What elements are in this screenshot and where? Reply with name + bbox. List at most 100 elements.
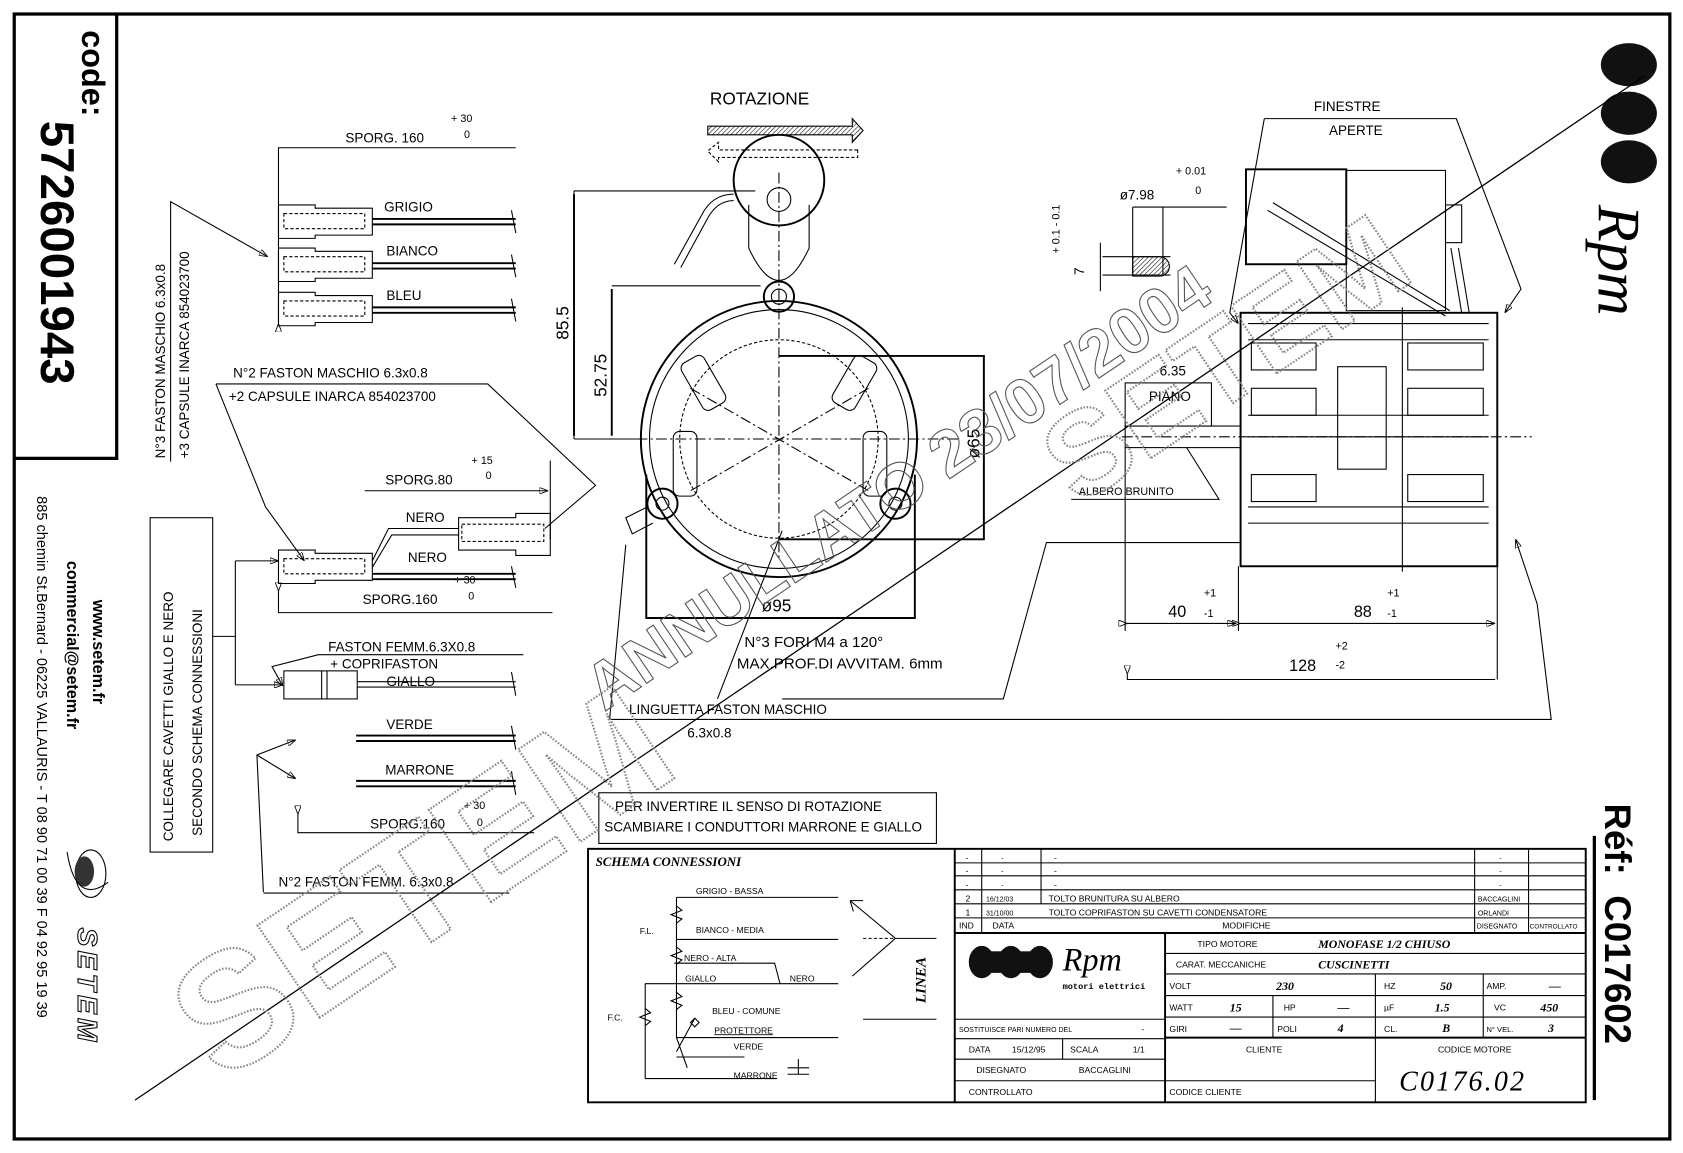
sheet-border: [12, 12, 1672, 1141]
cancelled-stamp: ANNULLATO 23/07/2004 SETEM SETEM: [134, 74, 1646, 1114]
dim-65: ø65: [964, 429, 984, 459]
note-3-faston-2: +3 CAPSULE INARCA 854023700: [177, 251, 192, 458]
ref-value: C017602: [1597, 895, 1638, 1044]
fori-note-1: N°3 FORI M4 a 120°: [744, 634, 883, 651]
rev-cell-data: -: [1001, 869, 1004, 876]
schema-bianco: BIANCO - MEDIA: [696, 925, 764, 935]
hp-label: HP: [1284, 1003, 1296, 1013]
schema-nero: NERO: [790, 974, 815, 984]
carat-value: CUSCINETTI: [1318, 958, 1390, 972]
sporg-160-bottom: SPORG.160: [370, 816, 445, 831]
dim-40-tol-p: +1: [1204, 587, 1216, 599]
vel-label: N° VEL.: [1486, 1025, 1513, 1034]
wire-label-nero-2: NERO: [408, 550, 447, 565]
dim-52-75: 52.75: [590, 354, 610, 397]
tol-zero-top: 0: [464, 129, 470, 141]
rev-cell-dis: BACCAGLINI: [1478, 897, 1520, 904]
dim-88-tol-p: +1: [1387, 587, 1399, 599]
faston-femm-2: + COPRIFASTON: [330, 657, 438, 672]
schema-nero-alta: NERO - ALTA: [684, 953, 737, 963]
data-value: 15/12/95: [1012, 1045, 1046, 1055]
left-sidebar: code: 5726001943 885 chemin St.Bernard -…: [14, 14, 119, 1046]
disegnato-label: DISEGNATO: [976, 1065, 1026, 1075]
hz-value: 50: [1440, 979, 1452, 993]
rev-cell-ind: -: [966, 853, 969, 863]
rotation-label: ROTAZIONE: [710, 89, 809, 109]
setem-logo: SETEM: [66, 849, 109, 1046]
motor-front-view: ROTAZIONE 85.5 52.75 ø65 ø95 N°3 FORI M4…: [553, 89, 1552, 741]
wiring-drawing: N°3 FASTON MASCHIO 6.3x0.8 +3 CAPSULE IN…: [149, 113, 937, 894]
title-block: SCHEMA CONNESSIONI GRIGIO - BASSA BIANCO…: [587, 847, 1587, 1104]
watt-value: 15: [1230, 1001, 1242, 1015]
sporg-160-top: SPORG. 160: [345, 130, 424, 145]
rpm-logo: Rpm: [1585, 43, 1657, 316]
spec-fields: TIPO MOTORE MONOFASE 1/2 CHIUSO CARAT. M…: [959, 937, 1561, 1097]
controllato-label: CONTROLLATO: [969, 1087, 1033, 1097]
connection-schema: SCHEMA CONNESSIONI GRIGIO - BASSA BIANCO…: [596, 854, 937, 1081]
piano-dim: 6.35: [1160, 363, 1186, 378]
dim-40-tol-m: -1: [1204, 608, 1214, 620]
rev-cell-desc: -: [1054, 853, 1057, 863]
vc-label: VC: [1494, 1003, 1506, 1013]
cl-label: CL.: [1384, 1024, 1397, 1034]
sporg-160-mid: SPORG.160: [363, 592, 438, 607]
vc-value: 450: [1539, 1001, 1558, 1015]
carat-label: CARAT. MECCANICHE: [1176, 959, 1267, 969]
piano-label: PIANO: [1149, 389, 1191, 404]
tol-plus15: + 15: [472, 455, 493, 467]
rev-cell-ind: -: [966, 880, 969, 890]
brand-sub: motori elettrici: [1063, 982, 1146, 992]
amp-value: —: [1548, 979, 1561, 993]
dim-85-5: 85.5: [553, 306, 573, 340]
scala-value: 1/1: [1133, 1045, 1145, 1055]
code-value: 5726001943: [30, 121, 83, 385]
volt-label: VOLT: [1169, 981, 1192, 991]
rpm-logo-text: Rpm: [1585, 204, 1652, 316]
cliente-label: CLIENTE: [1246, 1045, 1283, 1055]
faston-femm-1: FASTON FEMM.6.3X0.8: [328, 639, 475, 654]
dim-128: 128: [1289, 657, 1316, 675]
connector-bleu: BLEU: [277, 288, 517, 327]
tol-zero-mid: 0: [468, 591, 474, 603]
connector-nero: NERO NERO: [277, 510, 551, 588]
ref-label: Réf:: [1597, 804, 1638, 875]
motor-side-view: FINESTRE APERTE 6.35 PIANO ALBERO BRUNIT…: [1050, 99, 1532, 681]
sporg-80: SPORG.80: [385, 472, 452, 487]
schema-fc: F.C.: [607, 1012, 622, 1022]
rev-cell-dis: -: [1499, 869, 1502, 876]
rev-cell-data: -: [1001, 883, 1004, 890]
dim-88: 88: [1354, 603, 1372, 621]
invert-note-2: SCAMBIARE I CONDUTTORI MARRONE E GIALLO: [604, 820, 922, 835]
shaft-tol-zero: 0: [1195, 185, 1201, 197]
tipo-value: MONOFASE 1/2 CHIUSO: [1317, 937, 1450, 951]
dim-128-tol-m: -2: [1335, 660, 1345, 672]
dim-95: ø95: [762, 596, 792, 616]
rev-header-desc: MODIFICHE: [1222, 921, 1271, 931]
rev-header-ctrl: CONTROLLATO: [1530, 924, 1578, 931]
wire-label-grigio: GRIGIO: [384, 199, 433, 214]
collegare-note-2: SECONDO SCHEMA CONNESSIONI: [190, 609, 205, 836]
flat-dim: 7: [1072, 268, 1087, 276]
schema-marrone: MARRONE: [734, 1071, 778, 1081]
finestre-2: APERTE: [1329, 123, 1383, 138]
data-label: DATA: [969, 1045, 991, 1055]
rev-cell-dis: -: [1499, 856, 1502, 863]
wire-label-giallo: GIALLO: [386, 674, 435, 689]
brand-text: Rpm: [1062, 942, 1122, 978]
codice-motore-label: CODICE MOTORE: [1438, 1045, 1512, 1055]
shaft-tol-plus: + 0.01: [1176, 166, 1206, 178]
note-3-faston-1: N°3 FASTON MASCHIO 6.3x0.8: [153, 264, 168, 459]
rev-header-data: DATA: [993, 921, 1015, 931]
watt-label: WATT: [1169, 1003, 1193, 1013]
rev-cell-ind: -: [966, 866, 969, 876]
rev-cell-data: 31/10/00: [986, 911, 1013, 918]
dim-128-tol-p: +2: [1335, 640, 1347, 652]
dim-88-tol-m: -1: [1387, 608, 1397, 620]
albero-label: ALBERO BRUNITO: [1079, 486, 1174, 498]
rev-cell-data: -: [1001, 856, 1004, 863]
note-2-faston-2: +2 CAPSULE INARCA 854023700: [229, 389, 436, 404]
address-text: 885 chemin St.Bernard - 06225 VALLAURIS …: [33, 496, 49, 1018]
right-sidebar: Rpm Réf: C017602: [1585, 43, 1657, 1101]
